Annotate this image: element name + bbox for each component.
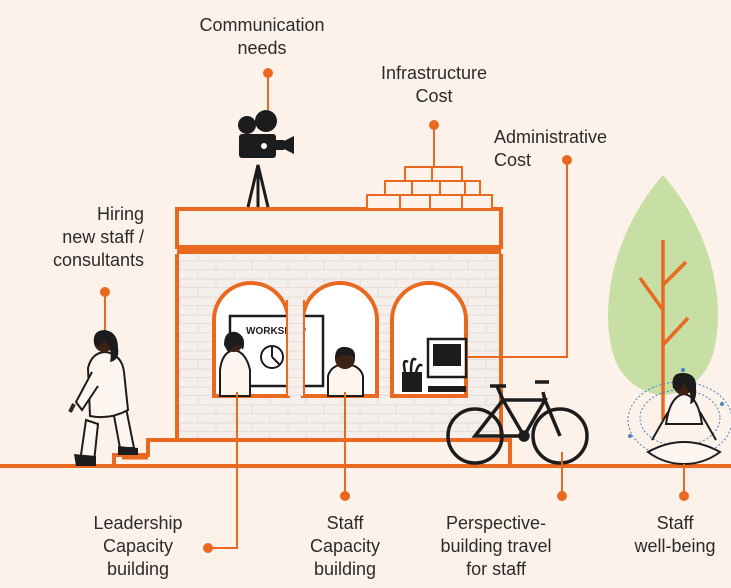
label-line: for staff (466, 559, 526, 579)
label-line: Staff (326, 513, 364, 533)
bicycle-icon (446, 380, 589, 465)
label-leadership-capacity: Leadership Capacity building (93, 512, 182, 581)
person-meditating-icon (627, 368, 731, 466)
label-wellbeing: Staff well-being (634, 512, 715, 558)
label-line: Cost (494, 150, 532, 170)
label-line: Leadership (93, 513, 183, 533)
bricks-icon (366, 166, 493, 210)
video-camera-icon (238, 110, 294, 208)
label-communication-needs: Communication needs (199, 14, 324, 60)
computer-monitor-icon (426, 337, 468, 392)
person-staff (327, 346, 364, 397)
label-line: Hiring (96, 204, 144, 224)
label-line: needs (237, 38, 287, 58)
label-line: consultants (52, 250, 144, 270)
label-line: Communication (199, 15, 325, 35)
tree-icon (608, 175, 718, 420)
label-line: Capacity (102, 536, 174, 556)
connectors (100, 68, 689, 553)
plant-icon (402, 357, 423, 392)
label-line: building travel (440, 536, 552, 556)
label-travel: Perspective- building travel for staff (440, 512, 551, 581)
label-hiring: Hiring new staff / consultants (53, 203, 144, 272)
person-climbing-icon (68, 330, 138, 466)
label-line: Administrative (494, 127, 608, 147)
label-staff-capacity: Staff Capacity building (310, 512, 380, 581)
label-line: well-being (634, 536, 716, 556)
label-line: Staff (656, 513, 694, 533)
label-line: building (106, 559, 170, 579)
label-infrastructure-cost: Infrastructure Cost (381, 62, 487, 108)
label-line: building (313, 559, 377, 579)
person-leadership (219, 331, 251, 397)
label-line: Cost (415, 86, 453, 106)
poster-text: WORKSHOP (246, 326, 306, 337)
label-line: new staff / (62, 227, 144, 247)
label-administrative-cost: Administrative Cost (494, 126, 607, 172)
label-line: Infrastructure (380, 63, 488, 83)
label-line: Capacity (309, 536, 381, 556)
label-line: Perspective- (445, 513, 547, 533)
